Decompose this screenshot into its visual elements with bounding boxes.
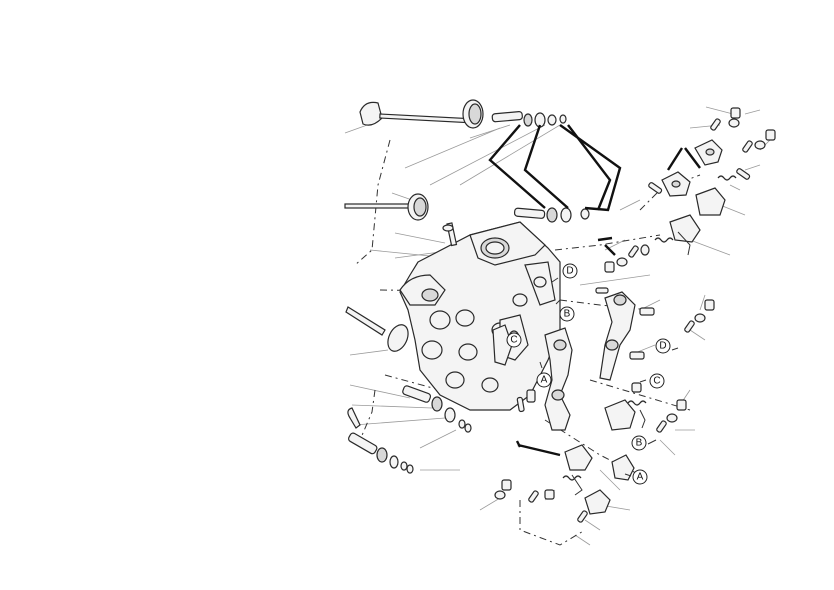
rocker-arm-right-6 <box>611 454 635 481</box>
rocker-arm-bottom <box>584 489 611 515</box>
cylinder-head <box>399 221 561 411</box>
intake-valve-upper <box>359 101 481 126</box>
callout-c-1: C <box>506 332 522 348</box>
cam-carrier-upper <box>599 291 636 381</box>
rocker-arm-top-right-2 <box>661 171 691 197</box>
thick-connectors <box>488 124 701 457</box>
rocker-arm-top-right-1 <box>694 139 723 166</box>
valve-left-side <box>345 306 409 352</box>
rocker-arm-bottom-2 <box>564 444 593 471</box>
callout-a-2-label: A <box>637 472 644 483</box>
callout-d-2-label: D <box>659 341 666 352</box>
cam-carrier-lower <box>544 327 573 431</box>
callout-a-1-label: A <box>541 375 548 386</box>
valve-guide-upper <box>491 111 567 128</box>
callout-a-2: A <box>624 469 648 485</box>
exhaust-valve-lower <box>344 193 429 221</box>
rocker-arm-right-4 <box>669 214 701 243</box>
rocker-springs <box>562 175 737 496</box>
callout-a-1: A <box>536 361 552 388</box>
valve-guide-lower-left <box>402 385 472 433</box>
callout-c-2: C <box>639 373 665 389</box>
callout-b-1-label: B <box>564 309 571 320</box>
callout-d-1-label: D <box>566 266 573 277</box>
valve-guide-middle <box>513 207 590 223</box>
rocker-arm-right-3 <box>695 187 726 216</box>
valve-guide-lower-left-2 <box>347 407 414 474</box>
cam-carrier-small <box>492 324 513 366</box>
callout-c-2-label: C <box>653 376 660 387</box>
callout-b-1: B <box>555 299 575 322</box>
adjuster-screws <box>494 107 776 523</box>
callout-d-1: D <box>551 263 578 283</box>
callout-d-2: D <box>655 338 679 354</box>
rocker-arm-right-5 <box>604 399 636 431</box>
head-bolts <box>442 222 536 413</box>
callout-b-2: B <box>631 435 657 451</box>
callout-c-1-label: C <box>510 335 517 346</box>
callout-b-2-label: B <box>636 438 643 449</box>
valve-seat-upper <box>462 99 484 129</box>
